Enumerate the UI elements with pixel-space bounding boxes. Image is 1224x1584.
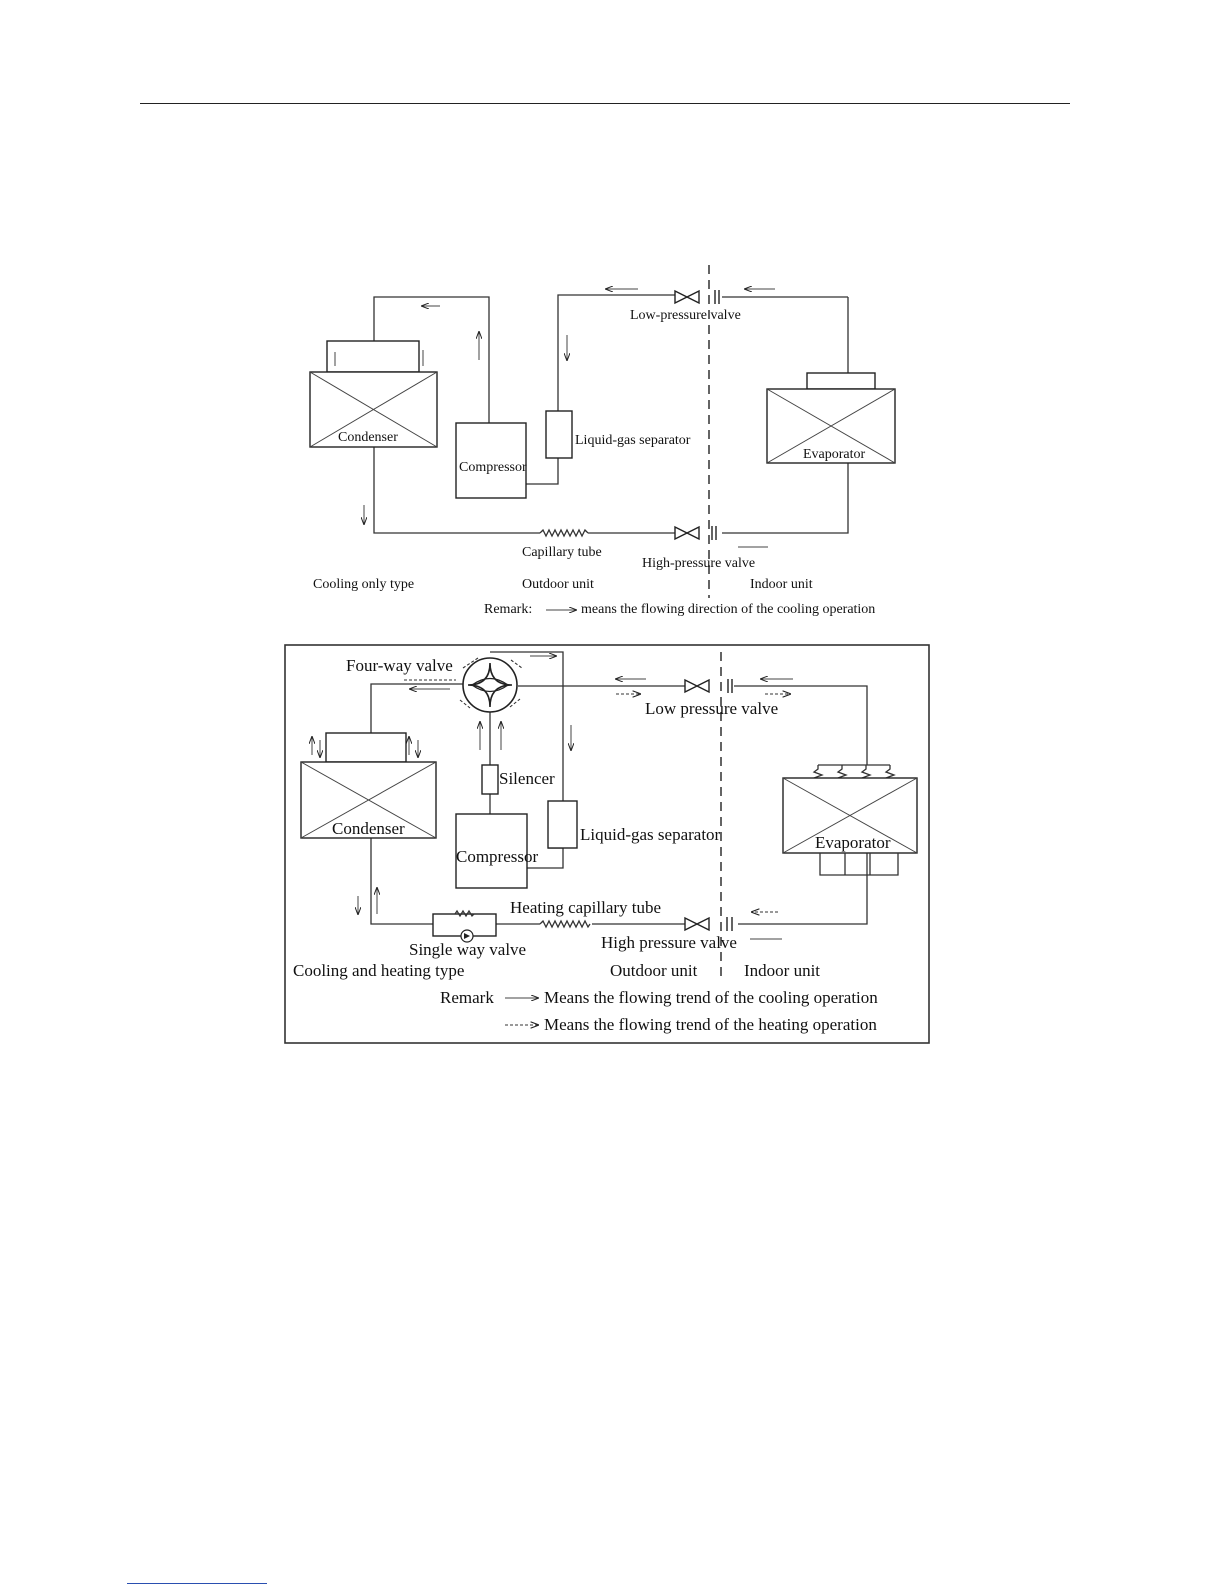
diagram-frame — [284, 644, 930, 1044]
condenser-label: Condenser — [338, 430, 398, 445]
cooling-only-type-label: Cooling only type — [313, 577, 414, 592]
condenser-outlet-pipe — [370, 838, 433, 925]
compressor-label: Compressor — [459, 460, 527, 475]
capillary-tube-label: Capillary tube — [522, 545, 602, 560]
capillary-tube-icon — [539, 528, 589, 538]
discharge-pipe — [373, 296, 490, 423]
liquid-gas-separator-label: Liquid-gas separator — [580, 825, 721, 844]
single-way-valve-icon — [432, 909, 497, 943]
high-pressure-valve-icon — [674, 525, 717, 541]
liquid-gas-separator — [545, 410, 573, 459]
remark-text: means the flowing direction of the cooli… — [581, 602, 875, 617]
condenser: Condenser — [309, 371, 438, 448]
cooling-heating-type-label: Cooling and heating type — [293, 961, 464, 980]
evaporator-label: Evaporator — [803, 447, 866, 462]
condenser-fan-housing — [326, 340, 420, 373]
remark-heating-text: Means the flowing trend of the heating o… — [544, 1015, 877, 1034]
indoor-liquid-pipe — [738, 853, 868, 925]
low-pressure-valve-icon — [684, 678, 733, 694]
silencer — [481, 764, 499, 795]
remark-prefix: Remark: — [484, 602, 532, 617]
high-pressure-valve-label: High-pressure valve — [642, 556, 755, 571]
compressor: Compressor — [455, 813, 539, 889]
outdoor-unit-label: Outdoor unit — [522, 577, 594, 592]
high-pressure-valve-icon — [684, 916, 733, 932]
evaporator-label: Evaporator — [815, 833, 891, 852]
liquid-gas-separator-label: Liquid-gas separator — [575, 433, 691, 448]
compressor-label: Compressor — [456, 847, 539, 866]
separator-to-compressor-pipe — [527, 848, 564, 869]
indoor-unit-label: Indoor unit — [750, 577, 813, 592]
low-pressure-valve-label: Low pressure valve — [645, 699, 778, 718]
silencer-label: Silencer — [499, 769, 555, 788]
cooling-heating-diagram: Four-way valve Silencer Compressor Liqui… — [284, 644, 930, 1044]
condenser-label: Condenser — [332, 819, 405, 838]
low-pressure-valve-label: Low-pressure valve — [630, 308, 741, 323]
high-pressure-valve-label: High pressure valve — [601, 933, 737, 952]
condenser: Condenser — [300, 732, 437, 839]
cooling-only-diagram: Condenser Compressor Liquid-gas separato… — [309, 265, 896, 617]
suction-pipe — [526, 294, 675, 485]
liquid-gas-separator — [547, 800, 578, 849]
indoor-unit-label: Indoor unit — [744, 961, 820, 980]
indoor-gas-pipe — [734, 685, 868, 765]
indoor-liquid-pipe — [722, 463, 849, 534]
four-way-valve-label: Four-way valve — [346, 656, 453, 675]
remark-cooling-text: Means the flowing trend of the cooling o… — [544, 988, 878, 1007]
condenser-outlet-pipe — [373, 447, 540, 534]
header-rule — [140, 103, 1070, 104]
low-pressure-valve-icon — [674, 289, 720, 305]
remark-prefix: Remark — [440, 988, 494, 1007]
evaporator: Evaporator — [766, 372, 896, 464]
four-way-valve-icon — [462, 657, 518, 713]
single-way-valve-label: Single way valve — [409, 940, 526, 959]
compressor: Compressor — [455, 422, 527, 499]
heating-capillary-tube-icon — [539, 919, 591, 929]
outdoor-unit-label: Outdoor unit — [610, 961, 698, 980]
evaporator: Evaporator — [782, 764, 918, 876]
heating-capillary-tube-label: Heating capillary tube — [510, 898, 661, 917]
